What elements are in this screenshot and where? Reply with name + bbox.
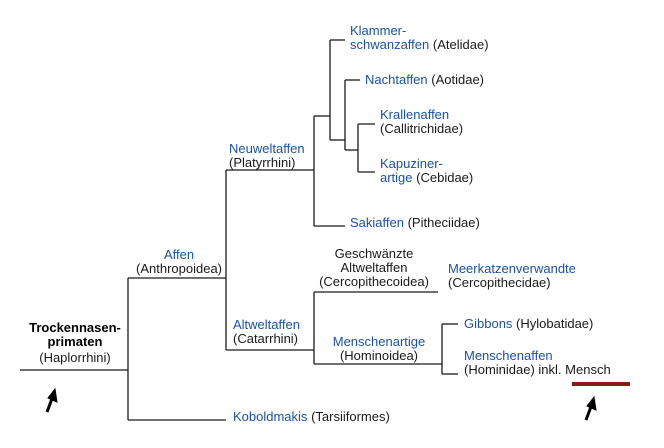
taxon-cercopithecoidea: Geschwänzte Altweltaffen (Cercopithecoid… [306, 247, 442, 289]
taxon-catarrhini-name: Altweltaffen [233, 317, 300, 332]
taxon-atelidae-name-2: schwanzaffen [350, 37, 430, 52]
taxon-catarrhini-latin: (Catarrhini) [233, 331, 299, 346]
up-arrow-icon [45, 387, 58, 413]
taxon-aotidae-latin: (Aotidae) [431, 72, 485, 87]
taxon-cebidae-name-1: Kapuziner- [380, 156, 443, 171]
taxon-tarsiiformes: Koboldmakis (Tarsiiformes) [233, 410, 390, 424]
taxon-aotidae-name: Nachtaffen [365, 72, 428, 87]
taxon-human-label: Mensch [565, 362, 611, 377]
taxon-anthropoidea-latin: (Anthropoidea) [136, 261, 222, 276]
taxon-callitrichidae: Krallenaffen (Callitrichidae) [380, 108, 463, 136]
taxon-cercopithecidae: Meerkatzenverwandte (Cercopithecidae) [448, 262, 576, 290]
taxon-haplorrhini-latin: (Haplorrhini) [39, 350, 111, 365]
taxon-cercopithecoidea-latin: (Cercopithecoidea) [319, 274, 429, 289]
up-arrow-icon [584, 395, 597, 421]
taxon-atelidae-latin: (Atelidae) [432, 37, 489, 52]
taxon-tarsiiformes-name: Koboldmakis [233, 409, 308, 424]
taxon-anthropoidea-name: Affen [163, 247, 195, 262]
taxon-catarrhini: Altweltaffen (Catarrhini) [233, 318, 300, 346]
taxon-hominidae: Menschenaffen (Hominidae) inkl. Mensch [464, 349, 611, 377]
taxon-pitheciidae-name: Sakiaffen [350, 215, 404, 230]
taxon-aotidae: Nachtaffen (Aotidae) [365, 73, 484, 87]
taxon-haplorrhini: Trockennasen- primaten (Haplorrhini) [16, 321, 134, 365]
taxon-pitheciidae: Sakiaffen (Pitheciidae) [350, 216, 480, 230]
taxon-cebidae-name-2: artige [380, 170, 413, 185]
taxon-cercopithecidae-name: Meerkatzenverwandte [448, 261, 576, 276]
taxon-platyrrhini: Neuweltaffen (Platyrrhini) [229, 142, 305, 170]
taxon-atelidae: Klammer- schwanzaffen (Atelidae) [350, 24, 489, 52]
taxon-tarsiiformes-latin: (Tarsiiformes) [311, 409, 390, 424]
taxon-cercopithecoidea-name-2: Altweltaffen [340, 260, 408, 275]
taxon-anthropoidea: Affen (Anthropoidea) [124, 248, 234, 276]
taxon-pitheciidae-latin: (Pitheciidae) [407, 215, 480, 230]
taxon-cebidae: Kapuziner- artige (Cebidae) [380, 157, 473, 185]
taxon-haplorrhini-name-1: Trockennasen- [29, 320, 121, 335]
taxon-platyrrhini-name: Neuweltaffen [229, 141, 305, 156]
taxon-atelidae-name-1: Klammer- [350, 23, 407, 38]
taxon-haplorrhini-name-2: primaten [47, 334, 103, 349]
taxon-hominoidea-latin: (Hominoidea) [339, 348, 419, 363]
taxon-callitrichidae-name: Krallenaffen [380, 107, 450, 122]
taxon-hominidae-latin: (Hominidae) inkl. [464, 362, 562, 377]
taxon-platyrrhini-latin: (Platyrrhini) [229, 155, 296, 170]
taxon-cercopithecidae-latin: (Cercopithecidae) [448, 275, 551, 290]
taxon-hylobatidae-name: Gibbons [464, 316, 513, 331]
taxon-cebidae-latin: (Cebidae) [416, 170, 474, 185]
taxon-hominidae-name: Menschenaffen [464, 348, 553, 363]
taxon-hylobatidae: Gibbons (Hylobatidae) [464, 317, 593, 331]
taxon-hylobatidae-latin: (Hylobatidae) [516, 316, 594, 331]
taxon-callitrichidae-latin: (Callitrichidae) [380, 121, 464, 136]
tree-lines [20, 39, 458, 421]
taxon-hominoidea: Menschenartige (Hominoidea) [320, 335, 438, 363]
taxon-hominoidea-name: Menschenartige [332, 334, 426, 349]
taxon-cercopithecoidea-name-1: Geschwänzte [334, 246, 414, 261]
